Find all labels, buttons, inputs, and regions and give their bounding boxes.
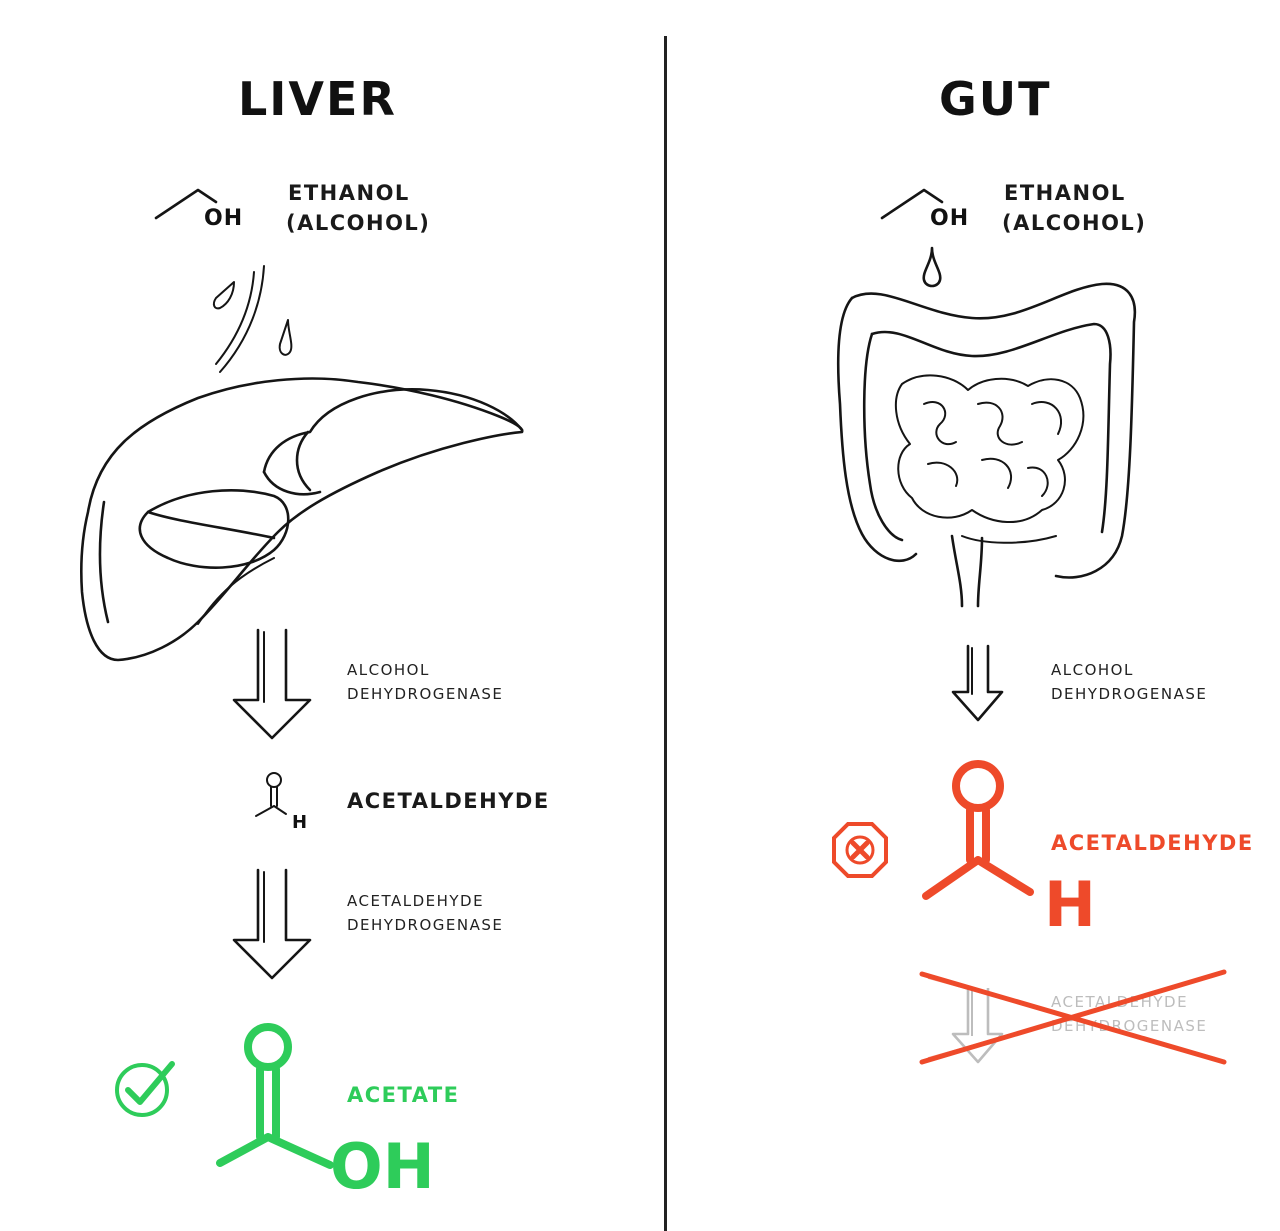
check-circle-icon [115, 1061, 175, 1117]
enzyme-label: ALCOHOL DEHYDROGENASE [1051, 661, 1208, 703]
enzyme-label: ALCOHOL DEHYDROGENASE [347, 661, 504, 703]
liver-panel: LIVER OH ETHANOL (ALCOHOL) ALCOHOL DEHYD… [79, 72, 550, 1203]
acetate-oh-label: OH [330, 1130, 435, 1203]
ethanol-structure-icon [880, 188, 944, 220]
acetaldehyde-structure-icon [255, 772, 287, 817]
ethanol-label: ETHANOL (ALCOHOL) [286, 181, 431, 235]
reaction-arrow-icon [232, 868, 312, 980]
reaction-arrow-icon [951, 644, 1004, 722]
ethanol-oh-label: OH [930, 206, 970, 231]
ethanol-oh-label: OH [204, 206, 244, 231]
faded-arrow-icon [951, 988, 1004, 1064]
reaction-arrow-icon [232, 628, 312, 740]
acetate-structure-icon [216, 1023, 334, 1169]
intestines-organ-icon [836, 282, 1137, 608]
ethanol-label: ETHANOL (ALCOHOL) [1002, 181, 1147, 235]
atom-h-label: H [1044, 868, 1096, 941]
liver-title: LIVER [238, 72, 397, 126]
gut-title: GUT [939, 72, 1052, 126]
acetaldehyde-label: ACETALDEHYDE [1051, 831, 1254, 855]
droplet-icon [922, 246, 942, 288]
ethanol-structure-icon [154, 188, 218, 220]
atom-h-label: H [292, 812, 308, 833]
enzyme-label: ACETALDEHYDE DEHYDROGENASE [347, 892, 504, 934]
stop-x-octagon-icon [832, 822, 888, 878]
panel-divider [664, 36, 667, 1231]
gut-panel: GUT OH ETHANOL (ALCOHOL) ALCOHOL DEHYDRO… [668, 0, 1280, 1231]
acetate-label: ACETATE [347, 1083, 460, 1107]
acetaldehyde-structure-icon [922, 760, 1034, 900]
acetaldehyde-label: ACETALDEHYDE [347, 789, 550, 813]
pouring-stream-icon [212, 265, 293, 373]
liver-organ-icon [79, 377, 524, 662]
cross-out-icon [919, 969, 1227, 1065]
